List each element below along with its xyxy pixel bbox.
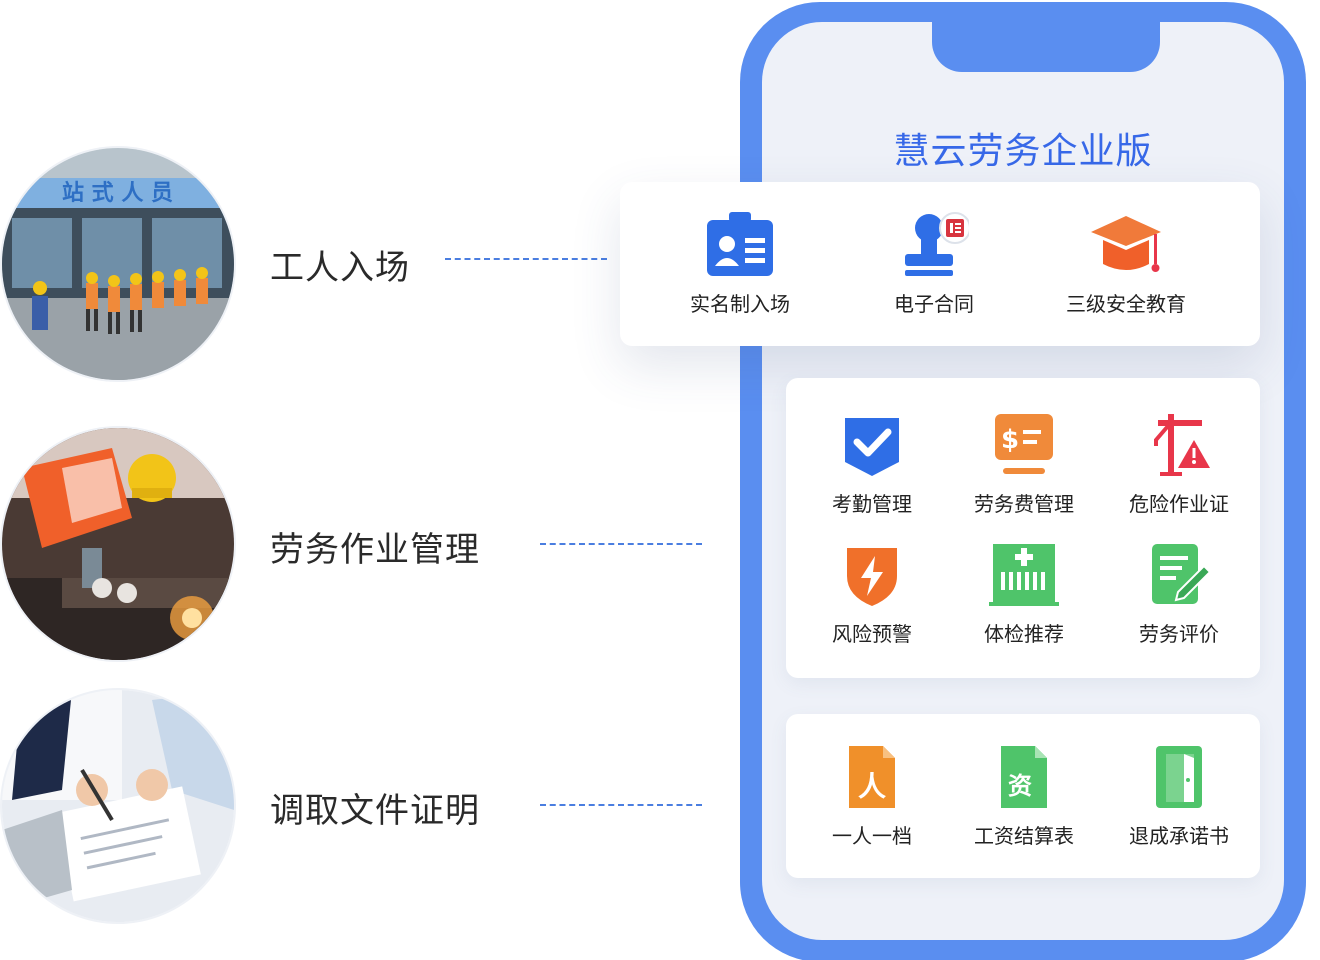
svg-text:站 式 人 员: 站 式 人 员 xyxy=(62,181,173,206)
feature-label-labor-management: 劳务作业管理 xyxy=(270,530,480,570)
graduation-cap-icon xyxy=(1091,216,1161,272)
entry-item-label: 三级安全教育 xyxy=(1066,292,1186,316)
signing-documents-photo xyxy=(2,690,234,922)
phone-notch xyxy=(932,22,1160,72)
crane-warning-icon xyxy=(1154,414,1210,476)
svg-text:人: 人 xyxy=(858,770,886,803)
salary-file-icon: 资 xyxy=(1001,746,1047,808)
entry-item-label: 电子合同 xyxy=(894,292,974,316)
entry-item-safety-education[interactable]: 三级安全教育 xyxy=(1056,212,1196,317)
workers-entering-site-photo-image: 站 式 人 员 xyxy=(2,148,234,380)
connector-line xyxy=(540,804,702,806)
management-item-dangerous-work-permit[interactable]: 危险作业证 xyxy=(1116,412,1242,517)
management-item-label: 危险作业证 xyxy=(1129,492,1229,516)
management-card: 考勤管理 $ 劳务费管理 危险作业证 风险预警 xyxy=(786,378,1260,678)
management-item-label: 考勤管理 xyxy=(832,492,912,516)
documents-item-salary-settlement[interactable]: 资 工资结算表 xyxy=(962,744,1086,849)
management-item-label: 体检推荐 xyxy=(984,622,1064,646)
svg-text:资: 资 xyxy=(1008,772,1032,800)
attendance-check-icon xyxy=(845,418,899,476)
management-item-risk-warning[interactable]: 风险预警 xyxy=(812,542,932,647)
labor-fee-icon: $ xyxy=(995,414,1053,474)
documents-item-label: 一人一档 xyxy=(832,824,912,848)
signing-documents-photo-image xyxy=(2,690,234,922)
feature-label-document-retrieval: 调取文件证明 xyxy=(270,791,480,831)
entry-card: 实名制入场 电子合同 三级安全教育 xyxy=(620,182,1260,346)
feature-label-worker-entry: 工人入场 xyxy=(270,248,410,288)
documents-item-exit-commitment[interactable]: 退成承诺书 xyxy=(1116,744,1242,849)
svg-text:$: $ xyxy=(1001,425,1019,455)
id-card-icon xyxy=(707,212,773,276)
documents-card: 人 一人一档 资 工资结算表 退成承诺书 xyxy=(786,714,1260,878)
entry-item-label: 实名制入场 xyxy=(690,292,790,316)
management-item-medical-exam[interactable]: 体检推荐 xyxy=(962,542,1086,647)
management-item-labor-fee[interactable]: $ 劳务费管理 xyxy=(962,412,1086,517)
connector-line xyxy=(540,543,702,545)
entry-item-real-name[interactable]: 实名制入场 xyxy=(680,212,800,317)
management-item-label: 劳务评价 xyxy=(1139,622,1219,646)
welder-working-photo-image xyxy=(2,428,234,660)
documents-item-label: 工资结算表 xyxy=(974,824,1074,848)
management-item-attendance[interactable]: 考勤管理 xyxy=(812,412,932,517)
management-item-label: 风险预警 xyxy=(832,622,912,646)
hospital-icon xyxy=(989,544,1059,606)
evaluation-edit-icon xyxy=(1152,544,1212,604)
management-item-label: 劳务费管理 xyxy=(974,492,1074,516)
management-item-labor-evaluation[interactable]: 劳务评价 xyxy=(1116,542,1242,647)
app-title: 慧云劳务企业版 xyxy=(893,131,1153,172)
workers-entering-site-photo: 站 式 人 员 xyxy=(2,148,234,380)
documents-item-personal-file[interactable]: 人 一人一档 xyxy=(812,744,932,849)
connector-line xyxy=(445,258,607,260)
welder-working-photo xyxy=(2,428,234,660)
lightning-shield-icon xyxy=(847,548,897,606)
documents-item-label: 退成承诺书 xyxy=(1129,824,1229,848)
exit-door-icon xyxy=(1156,746,1202,808)
stamp-icon xyxy=(905,212,969,276)
person-file-icon: 人 xyxy=(849,746,895,808)
entry-item-e-contract[interactable]: 电子合同 xyxy=(874,212,994,317)
